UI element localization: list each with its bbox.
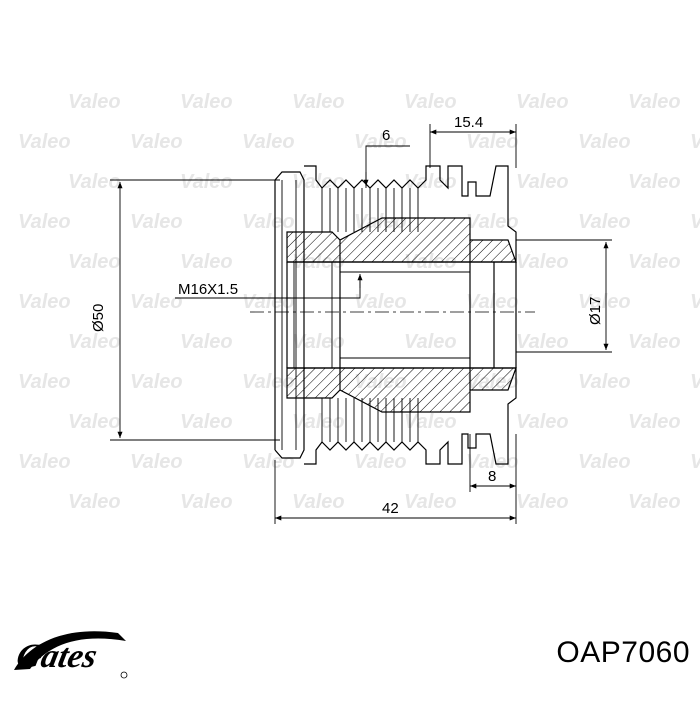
dim-thread: M16X1.5 [178, 281, 238, 298]
valeo-watermark: Valeo [18, 371, 71, 393]
valeo-watermark: Valeo [180, 411, 233, 433]
valeo-watermark: Valeo [404, 491, 457, 513]
valeo-watermark: Valeo [466, 451, 519, 473]
valeo-watermark: Valeo [242, 371, 295, 393]
valeo-watermark: Valeo [130, 371, 183, 393]
dimension-lines [110, 124, 612, 524]
valeo-watermark: Valeo [628, 171, 681, 193]
dim-inner-diameter: Ø17 [587, 297, 604, 325]
valeo-watermark: Valeo [18, 211, 71, 233]
dim-outer-diameter: Ø50 [90, 304, 107, 332]
valeo-watermark: Valeo [578, 371, 631, 393]
valeo-watermark: Valeo [292, 331, 345, 353]
valeo-watermark: Valeo [578, 131, 631, 153]
dim-total-length: 42 [382, 500, 399, 517]
valeo-watermark: Valeo [466, 131, 519, 153]
valeo-watermark: Valeo [690, 211, 700, 233]
part-number: OAP7060 [556, 636, 690, 669]
valeo-watermark: Valeo [180, 491, 233, 513]
valeo-watermark: Valeo [242, 211, 295, 233]
valeo-watermark: Valeo [292, 171, 345, 193]
valeo-watermark: Valeo [180, 331, 233, 353]
valeo-watermark: Valeo [628, 491, 681, 513]
valeo-watermark: Valeo [516, 331, 569, 353]
valeo-watermark: Valeo [68, 251, 121, 273]
valeo-watermark: Valeo [130, 451, 183, 473]
valeo-watermark: Valeo [628, 251, 681, 273]
gates-logo: Gates [8, 615, 133, 685]
valeo-watermark: Valeo [690, 451, 700, 473]
valeo-watermark: Valeo [354, 291, 407, 313]
valeo-watermark: Valeo [242, 291, 295, 313]
valeo-watermark: Valeo [578, 211, 631, 233]
valeo-watermark: Valeo [628, 331, 681, 353]
valeo-watermark: Valeo [516, 251, 569, 273]
valeo-watermark: Valeo [516, 411, 569, 433]
valeo-watermark: Valeo [18, 451, 71, 473]
valeo-watermark: Valeo [68, 331, 121, 353]
valeo-watermark: Valeo [578, 291, 631, 313]
valeo-watermark: Valeo [578, 451, 631, 473]
valeo-watermark: Valeo [404, 91, 457, 113]
valeo-watermark: Valeo [516, 171, 569, 193]
valeo-watermark: Valeo [292, 491, 345, 513]
valeo-watermark: Valeo [68, 171, 121, 193]
valeo-watermark: Valeo [466, 211, 519, 233]
valeo-watermark: Valeo [690, 371, 700, 393]
valeo-watermark: Valeo [466, 291, 519, 313]
valeo-watermark: Valeo [404, 331, 457, 353]
valeo-watermark: Valeo [130, 131, 183, 153]
valeo-watermark: Valeo [130, 211, 183, 233]
valeo-watermark: Valeo [354, 131, 407, 153]
valeo-watermark: Valeo [242, 131, 295, 153]
valeo-watermark: Valeo [180, 171, 233, 193]
valeo-watermark: Valeo [68, 491, 121, 513]
valeo-watermark: Valeo [354, 451, 407, 473]
valeo-watermark: Valeo [516, 491, 569, 513]
valeo-watermark: Valeo [18, 131, 71, 153]
pulley-drawing [250, 165, 535, 465]
valeo-watermark: Valeo [404, 411, 457, 433]
valeo-watermark: Valeo [68, 91, 121, 113]
valeo-watermark: Valeo [690, 291, 700, 313]
valeo-watermark: Valeo [628, 91, 681, 113]
valeo-watermark: Valeo [690, 131, 700, 153]
valeo-watermark: Valeo [180, 91, 233, 113]
brand-name: Gates [13, 637, 100, 675]
valeo-watermark: Valeo [292, 411, 345, 433]
dim-width-right: 15.4 [454, 114, 483, 131]
valeo-watermark: Valeo [68, 411, 121, 433]
gates-logo-mark: Gates [13, 631, 128, 679]
valeo-watermark: Valeo [628, 411, 681, 433]
valeo-watermark: Valeo [18, 291, 71, 313]
valeo-watermark: Valeo [180, 251, 233, 273]
valeo-watermark: Valeo [242, 451, 295, 473]
valeo-watermark: Valeo [292, 91, 345, 113]
valeo-watermark: Valeo [516, 91, 569, 113]
dim-groove-count: 6 [382, 127, 390, 144]
valeo-watermark: Valeo [130, 291, 183, 313]
dim-hub-width: 8 [488, 468, 496, 485]
